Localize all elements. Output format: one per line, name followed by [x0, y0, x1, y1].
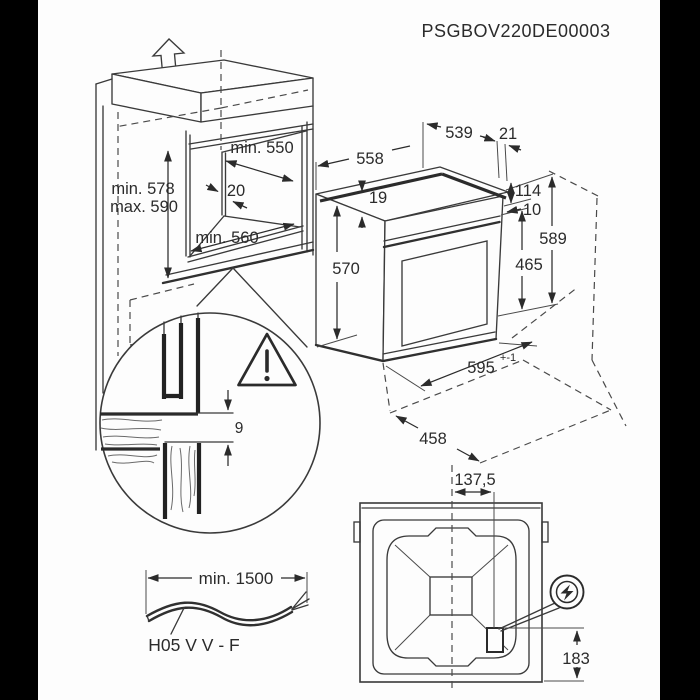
cable-type-label: H05 V V - F: [148, 635, 239, 655]
rear-offset-dimension: 137,5: [454, 471, 496, 628]
dim-niche-height-min: min. 578: [111, 180, 174, 198]
dim-rear-panel-height: 114: [515, 182, 541, 200]
drawing-code-title: PSGBOV220DE00003: [421, 21, 610, 41]
dim-niche-width: min. 560: [195, 229, 258, 247]
letterbox-right: [660, 0, 700, 700]
letterbox-left: [0, 0, 38, 700]
lightning-bolt-glyph: [560, 584, 574, 601]
cabinet-dimensions: min. 550 20 min. 560 min. 578 max. 590: [110, 139, 295, 279]
cable-icon: [145, 591, 310, 627]
dim-top-depth: 539: [445, 124, 473, 142]
rear-center-plate: [429, 576, 473, 616]
cabinet-side-panel: [95, 78, 119, 451]
dim-connection-offset-x: 137,5: [454, 471, 495, 489]
dim-rear-gap: 10: [523, 201, 541, 219]
rear-outer-panel: [359, 502, 543, 683]
dim-front-lower-height: 465: [515, 256, 543, 274]
dim-top-trim: 19: [369, 189, 387, 207]
dim-base-depth: 458: [419, 430, 447, 448]
vent-gap-dimension: 9: [224, 390, 244, 466]
electrical-connection-icon: [498, 574, 585, 632]
rear-height-dimension: 183: [498, 627, 590, 682]
dim-connection-offset-y: 183: [562, 650, 590, 668]
warning-icon: [237, 332, 297, 387]
oven-door-window: [401, 240, 488, 347]
dim-body-depth: 558: [356, 150, 384, 168]
dim-side-height: 570: [332, 260, 360, 278]
cable-leader-line: [170, 607, 185, 635]
dim-body-width-tolerance: +-1: [500, 352, 516, 364]
dim-body-width: 595: [467, 359, 495, 377]
dim-total-height: 589: [539, 230, 567, 248]
dim-side-clearance: 20: [227, 182, 245, 200]
dim-cable-min-length: min. 1500: [199, 569, 274, 588]
cabinet-niche-drawing: min. 550 20 min. 560 min. 578 max. 590: [95, 38, 315, 451]
dim-ventilation-gap: 9: [235, 420, 244, 437]
mains-junction-box: [486, 627, 504, 653]
oven-rear-view: 137,5 183: [353, 465, 590, 690]
oven-dimensions: 558 539 21 19 114 10: [315, 122, 567, 462]
rear-side-rail-right: [541, 521, 549, 543]
exclamation-dot: [264, 375, 270, 382]
detail-callout-wedge: [196, 267, 308, 348]
oven-hidden-projection: [382, 170, 627, 464]
oven-dimension-drawing: 558 539 21 19 114 10: [314, 122, 627, 464]
dim-niche-height-max: max. 590: [110, 198, 178, 216]
dim-niche-depth: min. 550: [230, 139, 293, 157]
panel-cross-section: [100, 312, 234, 519]
rear-side-rail-left: [353, 521, 361, 543]
dim-rear-top-offset: 21: [499, 125, 517, 143]
wood-grain-texture: [100, 418, 196, 513]
ventilation-detail-circle: 9: [99, 312, 321, 534]
cabinet-worktop: [111, 59, 314, 123]
rear-back-panel: [372, 519, 530, 675]
power-cable-drawing: min. 1500 H05 V V - F: [145, 569, 310, 655]
